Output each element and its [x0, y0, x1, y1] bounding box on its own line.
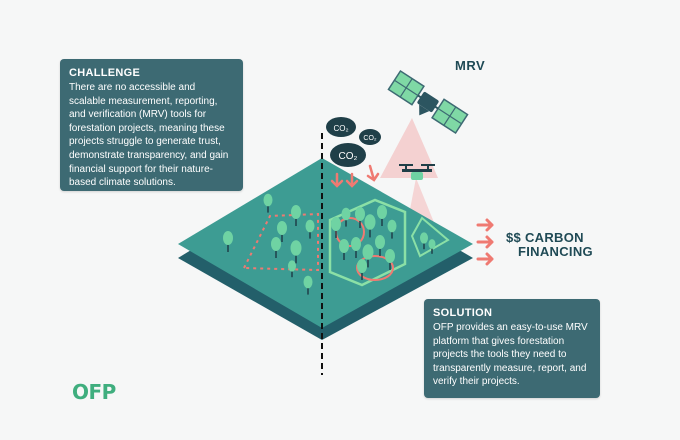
tree-icon	[290, 240, 302, 264]
tree-icon	[377, 205, 387, 226]
tree-icon	[364, 214, 376, 238]
carbon-financing-line1: $$ CARBON	[506, 230, 584, 245]
tree-icon	[375, 235, 385, 256]
trees-left	[223, 193, 315, 295]
co2-cloud: CO₂	[359, 129, 381, 145]
co2-cloud: CO₂	[330, 143, 366, 167]
tree-icon	[385, 249, 395, 270]
tree-icon	[339, 239, 349, 260]
tree-icon	[387, 219, 397, 239]
challenge-title: CHALLENGE	[69, 67, 141, 79]
challenge-card: CHALLENGE There are no accessible and sc…	[60, 59, 243, 191]
carbon-financing-line2: FINANCING	[518, 244, 593, 259]
solution-body: OFP provides an easy-to-use MRV platform…	[433, 322, 588, 388]
tree-icon	[428, 239, 436, 254]
tree-icon	[288, 260, 296, 278]
co2-cloud-label: CO₂	[333, 124, 348, 133]
carbon-financing-label: $$ CARBON FINANCING	[506, 231, 593, 259]
tree-icon	[223, 231, 233, 252]
hexagon-plot	[328, 198, 407, 287]
triangle-plot	[410, 216, 450, 258]
mrv-label: MRV	[455, 58, 486, 73]
tree-icon	[357, 259, 367, 280]
co2-arrows	[330, 164, 380, 188]
tree-icon	[291, 205, 301, 226]
plot-marker	[356, 255, 394, 281]
satellite-icon	[387, 69, 469, 135]
tree-icon	[331, 217, 341, 238]
tree-icon	[305, 219, 315, 239]
tree-icon	[362, 244, 374, 268]
trees-right	[331, 205, 436, 280]
solution-title: SOLUTION	[433, 307, 493, 319]
tree-icon	[420, 232, 428, 250]
financing-arrows	[476, 218, 494, 266]
ofp-logo: OFP	[72, 380, 116, 404]
co2-cloud-label: CO₂	[339, 151, 358, 162]
challenge-body: There are no accessible and scalable mea…	[69, 82, 229, 189]
tree-icon	[351, 237, 361, 258]
tree-icon	[263, 193, 273, 213]
satellite-beam	[380, 118, 438, 178]
co2-cloud-label: CO₂	[363, 135, 377, 142]
ground-plate-upper	[178, 158, 473, 328]
tree-icon	[271, 237, 281, 258]
co2-cloud: CO₂	[326, 117, 356, 137]
drone-icon	[399, 164, 435, 180]
tree-icon	[355, 207, 365, 228]
tree-icon	[303, 275, 313, 295]
tree-icon	[277, 221, 287, 242]
solution-card: SOLUTION OFP provides an easy-to-use MRV…	[424, 299, 600, 398]
plot-boundary-dotted	[242, 212, 319, 272]
tree-icon	[341, 207, 351, 227]
